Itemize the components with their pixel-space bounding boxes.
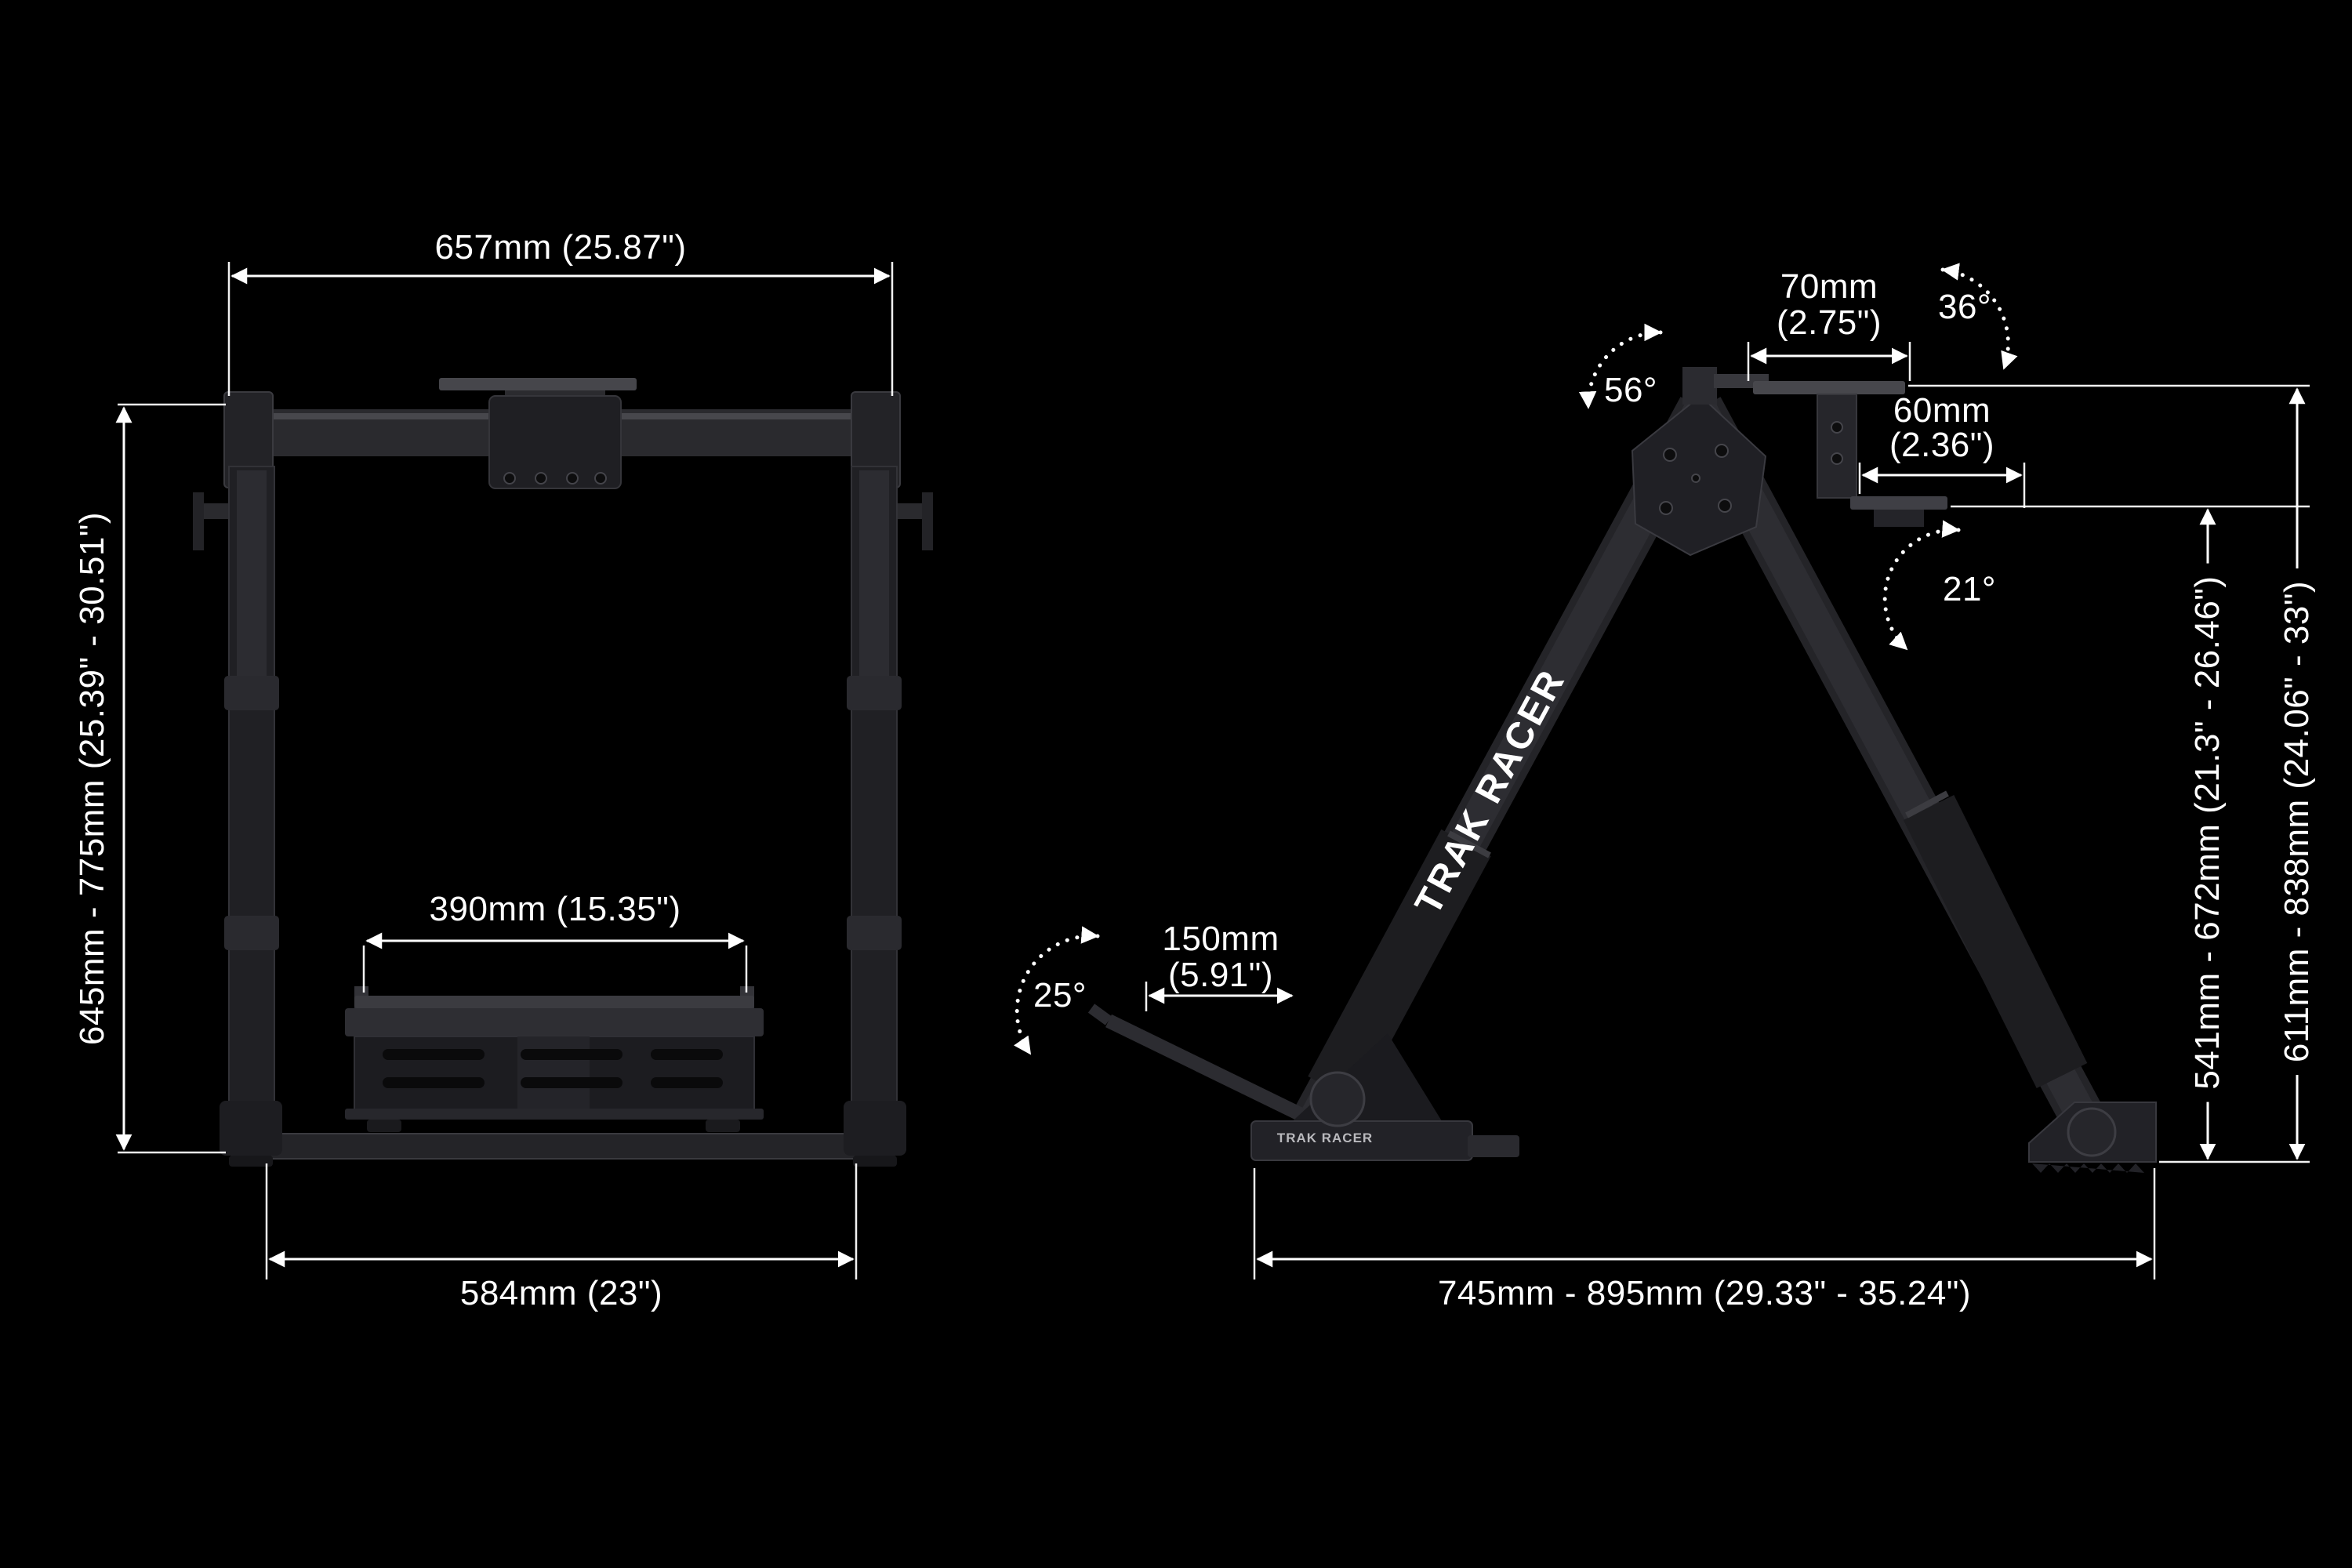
label-mount-depth-in: (2.75") bbox=[1776, 303, 1882, 342]
label-pedal-depth-in: (5.91") bbox=[1167, 955, 1274, 994]
label-overall-height-range: 611mm - 838mm (24.06" - 33") bbox=[2274, 568, 2320, 1076]
label-inner-height-range: 541mm - 672mm (21.3" - 26.46") bbox=[2185, 563, 2230, 1102]
front-view-stand bbox=[193, 378, 933, 1167]
side-shifter-shelf bbox=[1850, 496, 1947, 510]
label-shelf-angle: 21° bbox=[1942, 569, 1997, 608]
front-view-dimension-lines bbox=[115, 262, 894, 1279]
brand-logo-foot: TRAK RACER bbox=[1276, 1131, 1374, 1145]
label-shelf-depth-mm: 60mm bbox=[1893, 390, 1991, 430]
label-front-pedal-width: 390mm (15.35") bbox=[429, 889, 681, 928]
label-front-top-width: 657mm (25.87") bbox=[434, 227, 687, 267]
label-pedal-angle: 25° bbox=[1033, 975, 1087, 1014]
label-front-height-range: 645mm - 775mm (25.39" - 30.51") bbox=[72, 511, 111, 1046]
label-shelf-depth-in: (2.36") bbox=[1889, 425, 1995, 464]
front-pedal-plate bbox=[354, 996, 754, 1008]
side-view-stand bbox=[1087, 367, 2157, 1173]
label-front-base-width: 584mm (23") bbox=[459, 1273, 663, 1312]
label-mount-depth-mm: 70mm bbox=[1780, 267, 1878, 306]
front-top-plate bbox=[439, 378, 637, 390]
side-wheel-plate bbox=[1753, 381, 1905, 394]
front-center-clamp bbox=[488, 395, 622, 489]
side-pedal-ramp bbox=[1105, 1014, 1308, 1123]
label-apex-angle: 56° bbox=[1603, 370, 1658, 409]
label-mount-angle: 36° bbox=[1937, 287, 1992, 326]
label-side-base-length: 745mm - 895mm (29.33" - 35.24") bbox=[1437, 1273, 1972, 1312]
front-base-rail bbox=[231, 1133, 895, 1160]
label-pedal-depth-mm: 150mm bbox=[1162, 919, 1279, 958]
